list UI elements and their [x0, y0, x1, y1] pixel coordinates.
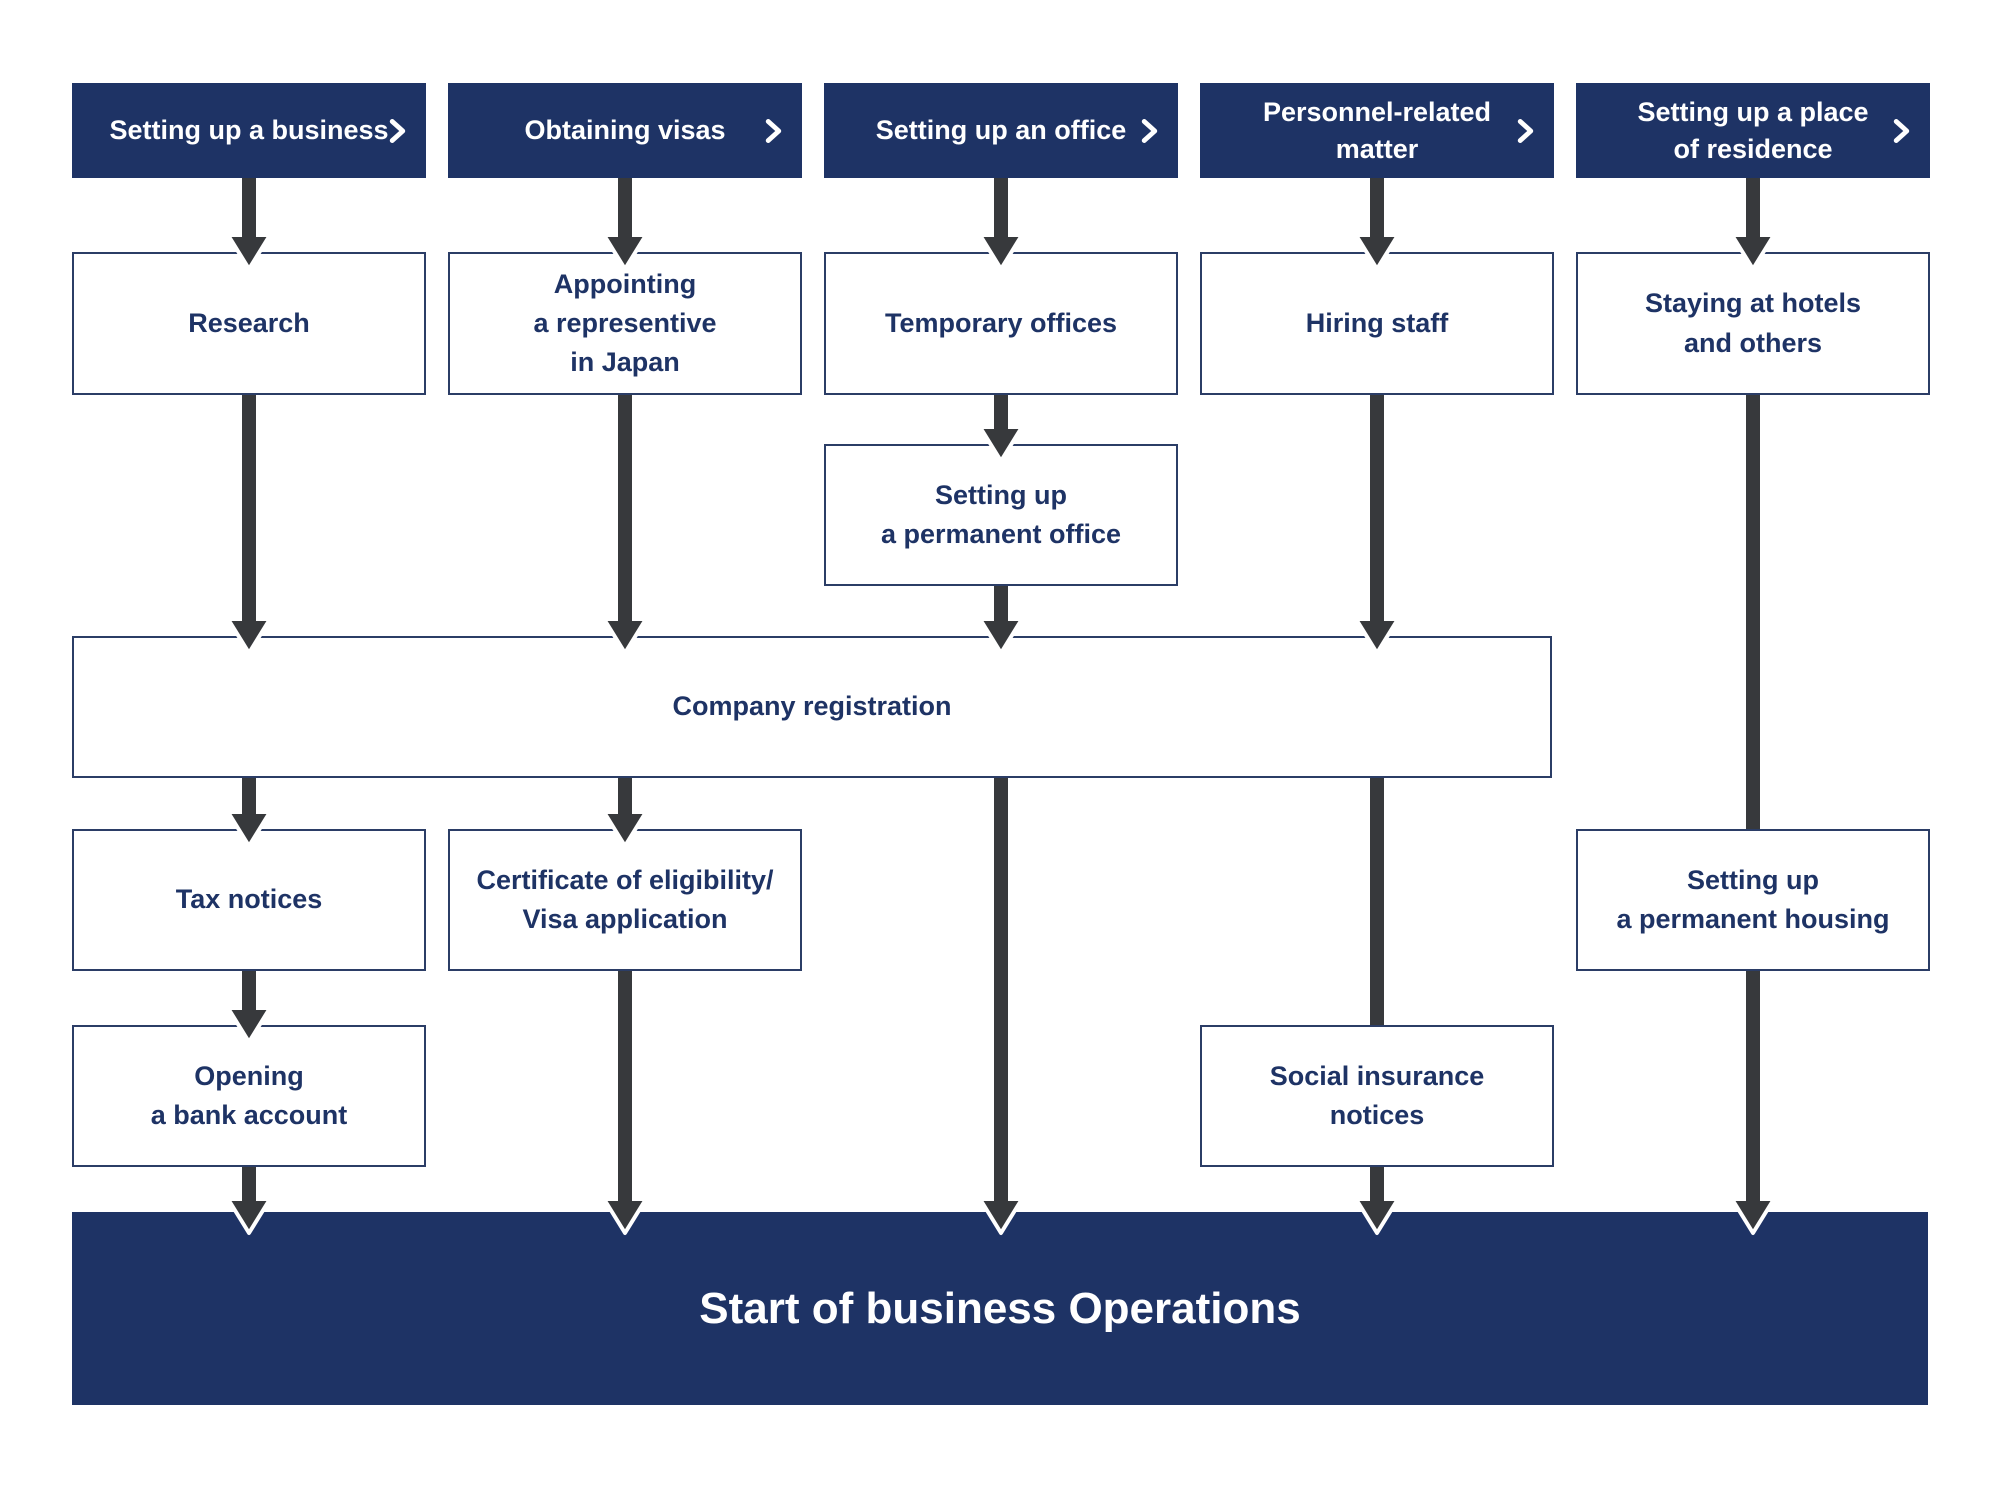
- header-label: Obtaining visas: [524, 115, 726, 146]
- header-setting-up-a-place-of-residence[interactable]: Setting up a place of residence: [1576, 83, 1930, 178]
- flow-arrow: [226, 395, 272, 655]
- node-permanent-office: Setting up a permanent office: [824, 444, 1178, 586]
- node-appointing-representative: Appointing a representive in Japan: [448, 252, 802, 395]
- header-label: Setting up a place of residence: [1637, 97, 1869, 164]
- node-staying-at-hotels: Staying at hotels and others: [1576, 252, 1930, 395]
- header-obtaining-visas[interactable]: Obtaining visas: [448, 83, 802, 178]
- node-social-insurance-notices: Social insurance notices: [1200, 1025, 1554, 1167]
- header-label: Setting up an office: [875, 115, 1127, 146]
- header-label: Personnel-related matter: [1262, 97, 1492, 164]
- flow-arrow: [1370, 778, 1384, 1025]
- chevron-right-icon: [389, 118, 406, 143]
- node-permanent-housing: Setting up a permanent housing: [1576, 829, 1930, 971]
- flow-arrow: [1746, 395, 1760, 829]
- flow-arrow: [1354, 395, 1400, 655]
- chevron-right-icon: [1893, 118, 1910, 143]
- chevron-right-icon: [765, 118, 782, 143]
- node-opening-bank-account: Opening a bank account: [72, 1025, 426, 1167]
- header-label: Setting up a business: [109, 115, 389, 146]
- header-setting-up-an-office[interactable]: Setting up an office: [824, 83, 1178, 178]
- chevron-right-icon: [1141, 118, 1158, 143]
- header-personnel-related-matter[interactable]: Personnel-related matter: [1200, 83, 1554, 178]
- node-certificate-of-eligibility: Certificate of eligibility/ Visa applica…: [448, 829, 802, 971]
- start-of-business-operations-banner: Start of business Operations: [72, 1212, 1928, 1405]
- node-temporary-offices: Temporary offices: [824, 252, 1178, 395]
- flow-arrow: [602, 971, 648, 1235]
- flow-arrow: [602, 395, 648, 655]
- flow-arrow: [1730, 971, 1776, 1235]
- header-setting-up-a-business[interactable]: Setting up a business: [72, 83, 426, 178]
- node-tax-notices: Tax notices: [72, 829, 426, 971]
- banner-label: Start of business Operations: [699, 1283, 1301, 1333]
- node-company-registration: Company registration: [72, 636, 1552, 778]
- node-research: Research: [72, 252, 426, 395]
- node-hiring-staff: Hiring staff: [1200, 252, 1554, 395]
- chevron-right-icon: [1517, 118, 1534, 143]
- flow-arrow: [978, 778, 1024, 1235]
